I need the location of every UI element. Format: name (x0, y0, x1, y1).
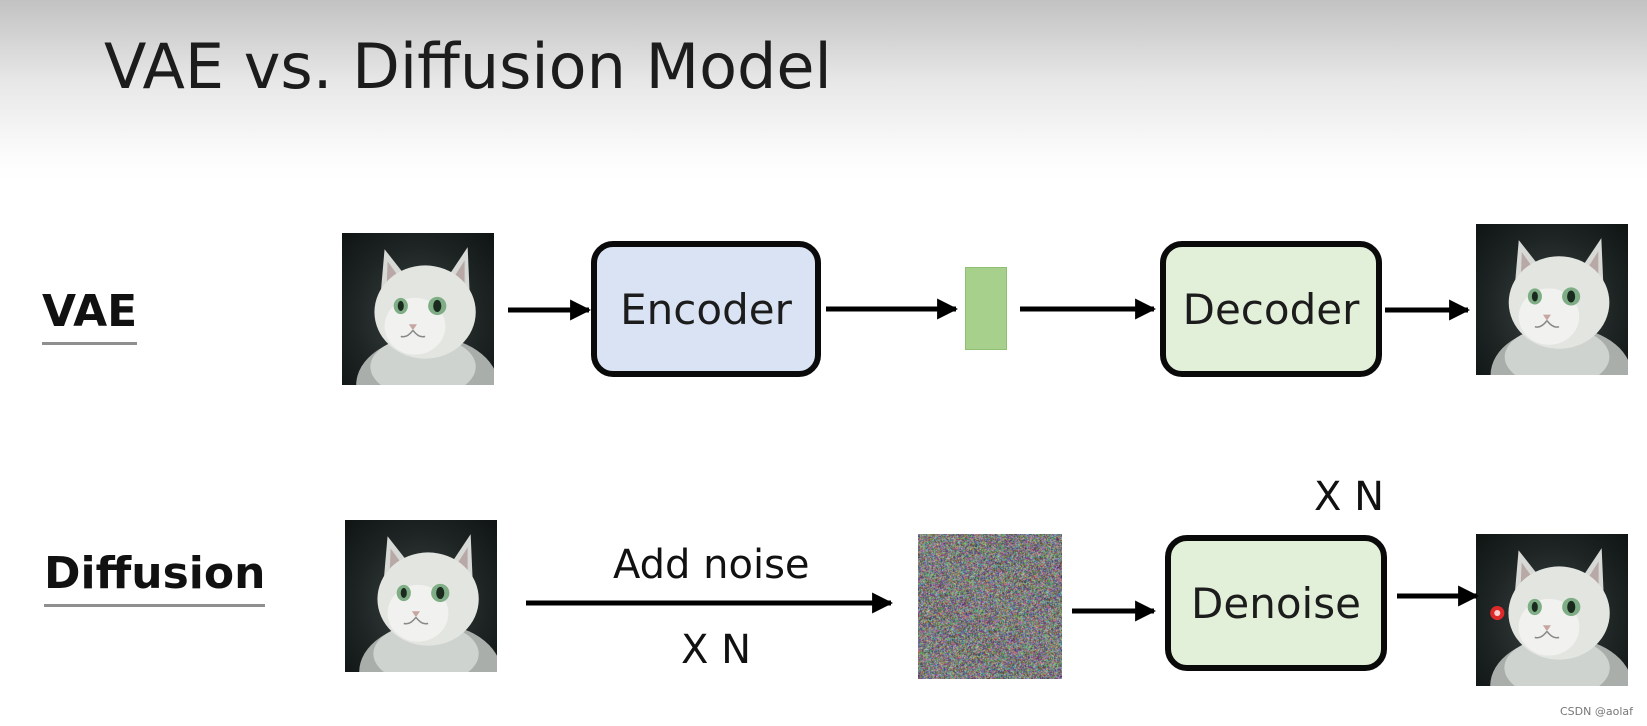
watermark: CSDN @aolaf (1560, 705, 1633, 718)
noise-image (918, 534, 1062, 679)
vae-row-label-text: VAE (42, 286, 138, 337)
denoise-repeat-label: X N (1314, 474, 1385, 520)
vae-output-cat-image (1476, 224, 1628, 375)
vae-label-underline (42, 342, 138, 345)
diffusion-label-underline (44, 604, 266, 607)
slide-title: VAE vs. Diffusion Model (104, 30, 832, 103)
vae-row-label: VAE (42, 286, 138, 345)
decoder-box: Decoder (1160, 241, 1382, 377)
vae-input-cat-image (342, 233, 494, 385)
encoder-box: Encoder (591, 241, 821, 377)
denoise-box: Denoise (1165, 535, 1387, 671)
add-noise-label: Add noise (613, 542, 810, 588)
diffusion-output-cat-image (1476, 534, 1628, 686)
diffusion-input-cat-image (345, 520, 497, 672)
diffusion-row-label: Diffusion (44, 548, 266, 607)
denoise-label: Denoise (1191, 578, 1361, 628)
diffusion-row-label-text: Diffusion (44, 548, 266, 599)
decoder-label: Decoder (1182, 284, 1360, 334)
title-band (0, 0, 1647, 180)
encoder-label: Encoder (620, 284, 792, 334)
add-noise-repeat-label: X N (681, 627, 752, 673)
latent-vector (965, 267, 1007, 350)
noise-canvas (918, 534, 1062, 679)
